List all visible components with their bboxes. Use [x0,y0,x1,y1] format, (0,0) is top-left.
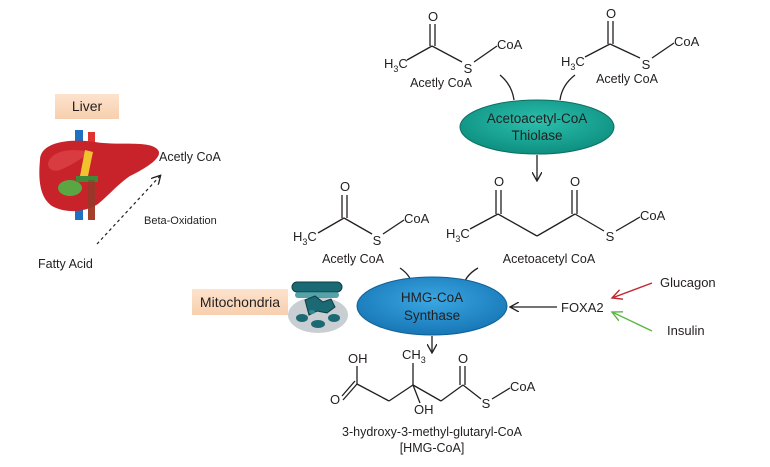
svg-text:O: O [606,6,616,21]
liver-tag-label: Liver [72,98,103,114]
glucagon-arrow [612,282,653,298]
svg-text:H3C: H3C [446,226,470,244]
hmg-coa-molecule: OH CH3 O O OH S CoA 3-hydroxy-3-methyl-g… [330,347,536,455]
svg-text:O: O [330,392,340,407]
hmg-coa-synthase-enzyme: HMG-CoA Synthase [356,276,508,336]
svg-text:OH: OH [414,402,434,417]
beta-oxidation-label: Beta-Oxidation [144,215,217,227]
acetyl-coa-label-1: Acetly CoA [410,76,472,90]
svg-text:H3C: H3C [384,56,408,74]
svg-text:CH3: CH3 [402,347,426,365]
acetyl-coa-molecule-1: O H3C S CoA Acetly CoA [384,9,523,90]
svg-text:O: O [428,9,438,24]
acetoacetyl-coa-thiolase-enzyme: Acetoacetyl-CoA Thiolase [459,99,615,155]
svg-text:CoA: CoA [404,211,430,226]
svg-text:O: O [494,174,504,189]
acetyl-coa-label-3: Acetly CoA [322,252,384,266]
enzyme2-line2: Synthase [404,308,460,323]
acetyl-coa-label-2: Acetly CoA [596,72,658,86]
hmg-coa-name-line1: 3-hydroxy-3-methyl-glutaryl-CoA [342,425,523,439]
svg-text:S: S [373,233,382,248]
svg-text:CoA: CoA [640,208,666,223]
liver-tag-box [55,94,119,119]
svg-text:S: S [642,57,651,72]
mitochondria-panel: Mitochondria [192,281,348,333]
svg-text:S: S [464,61,473,76]
enzyme2-line1: HMG-CoA [401,290,463,305]
insulin-label: Insulin [667,323,705,338]
mitochondria-icon [288,281,348,333]
acetyl-coa-molecule-2: O H3C S CoA Acetly CoA [561,6,700,86]
svg-text:O: O [570,174,580,189]
substrate-curve-right [559,74,576,101]
substrate-curve-left [499,74,515,101]
svg-text:H3C: H3C [293,229,317,247]
enzyme1-line2: Thiolase [511,128,562,143]
mitochondria-tag-box [192,289,288,315]
mitochondria-tag-label: Mitochondria [200,294,280,310]
liver-illustration [39,130,160,220]
svg-text:CoA: CoA [674,34,700,49]
svg-text:OH: OH [348,351,368,366]
svg-text:O: O [458,351,468,366]
svg-text:S: S [482,396,491,411]
fatty-acid-label: Fatty Acid [38,257,93,271]
svg-text:CoA: CoA [510,379,536,394]
acetoacetyl-coa-label: Acetoacetyl CoA [503,252,596,266]
liver-acetyl-coa-label: Acetly CoA [159,150,221,164]
svg-text:H3C: H3C [561,54,585,72]
foxa2-label: FOXA2 [561,300,604,315]
insulin-arrow [612,312,653,332]
glucagon-label: Glucagon [660,275,716,290]
liver-panel: Liver Acetly CoA Beta-Oxidation Fatty Ac… [38,94,221,271]
acetoacetyl-coa-molecule: O O H3C S CoA Acetoacetyl CoA [446,174,666,266]
hmg-coa-name-line2: [HMG-CoA] [400,441,465,455]
svg-text:S: S [606,229,615,244]
acetyl-coa-molecule-3: O H3C S CoA Acetly CoA [293,179,430,266]
svg-text:O: O [340,179,350,194]
enzyme1-line1: Acetoacetyl-CoA [487,111,588,126]
svg-text:CoA: CoA [497,37,523,52]
